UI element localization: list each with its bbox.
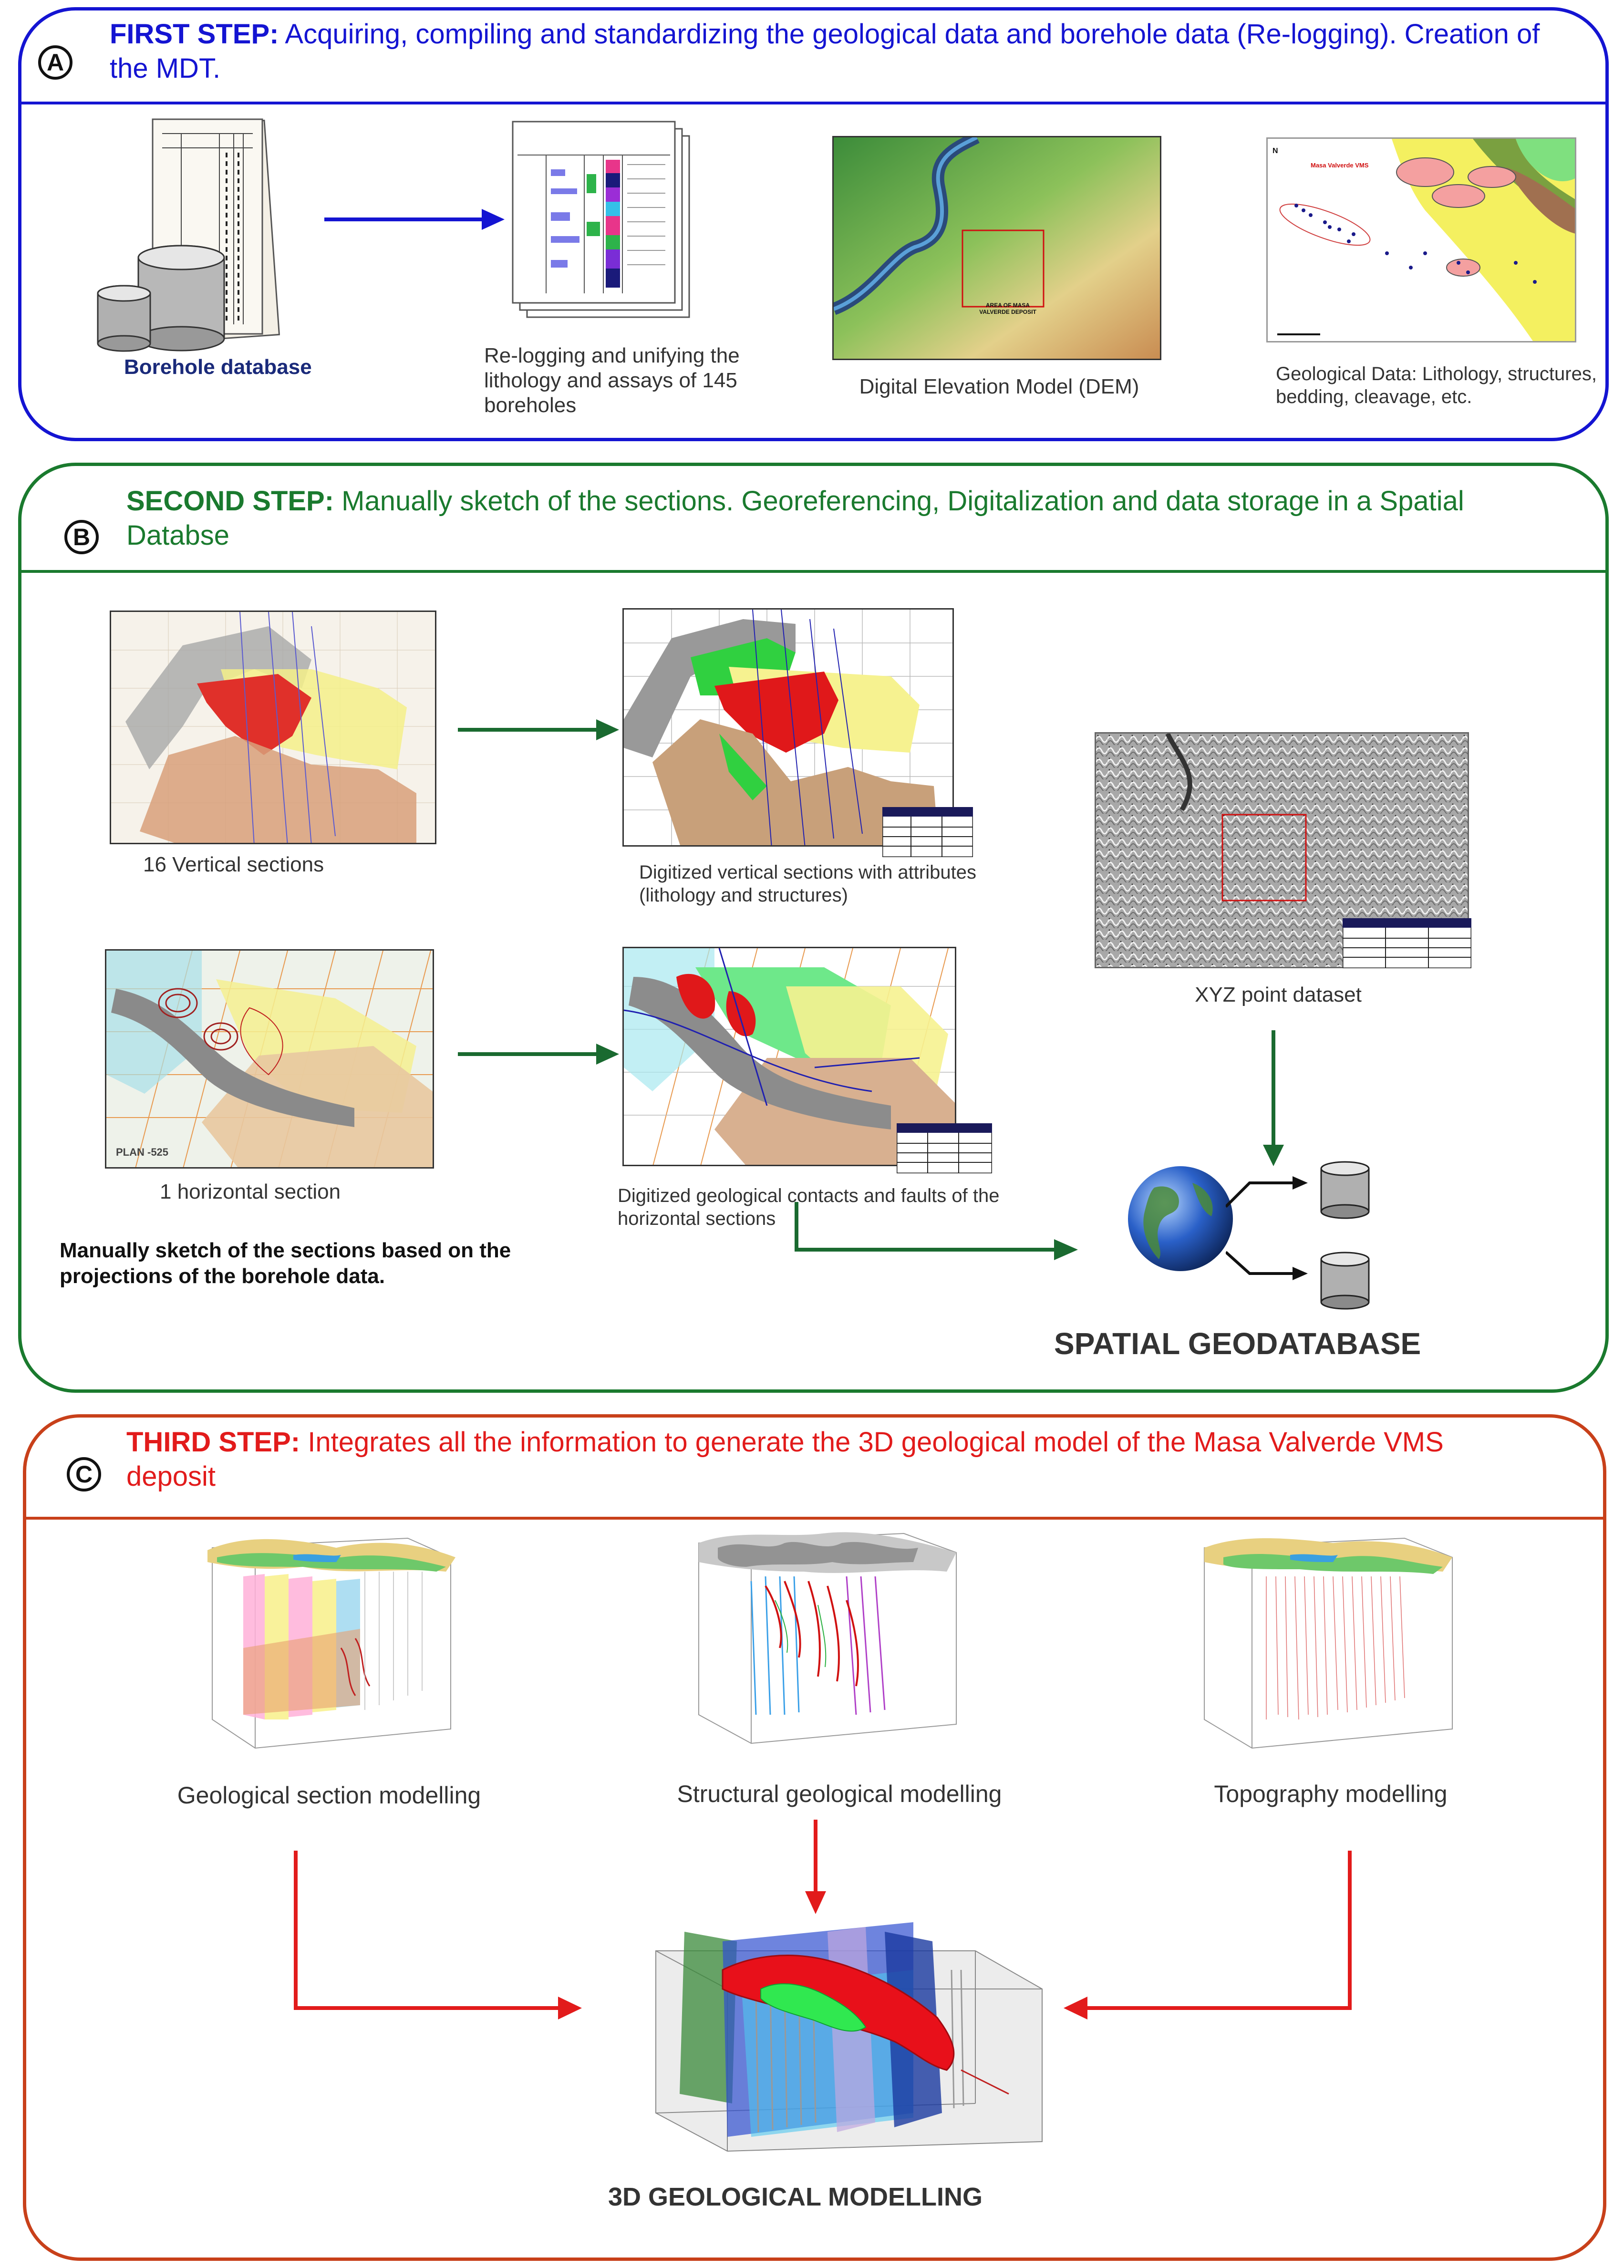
horizontal-sketch-image: PLAN -525 [105,949,434,1169]
arrow-b2-green [458,1044,619,1065]
dem-caption: Digital Elevation Model (DEM) [859,375,1139,398]
spatial-geodatabase-title: SPATIAL GEODATABASE [1054,1326,1421,1361]
panel-c-title: THIRD STEP: Integrates all the informati… [126,1425,1533,1494]
panel-b-title-bold: SECOND STEP: [126,486,334,517]
relogging-caption: Re-logging and unifying the lithology an… [484,344,740,417]
geological-data-caption: Geological Data: Lithology, structures, … [1276,363,1597,407]
database-icon-1 [1320,1161,1370,1219]
vertical-sketch-image [110,611,436,844]
arrow-b4-green [1263,1030,1284,1166]
panel-a-divider [19,102,1607,104]
digitized-vertical-image [622,608,954,847]
panel-c-title-text: Integrates all the information to genera… [126,1427,1444,1492]
relogging-illustration [512,121,690,318]
digitized-horizontal-image [622,947,956,1166]
geological-section-model-image [207,1537,455,1749]
topography-model-image [1204,1537,1453,1749]
geological-map-label: Masa Valverde VMS [1311,162,1369,169]
digitized-horizontal-caption: Digitized geological contacts and faults… [618,1185,1000,1229]
panel-first-step [18,7,1609,441]
badge-b: B [64,520,99,554]
digitized-vertical-caption: Digitized vertical sections with attribu… [639,862,976,906]
geodatabase-arrows [1226,1176,1308,1280]
panel-c-title-bold: THIRD STEP: [126,1427,300,1458]
final-3d-model-image [655,1922,1043,2152]
globe-icon [1128,1166,1233,1271]
arrow-b1-green [458,719,619,740]
xyz-caption: XYZ point dataset [1195,983,1362,1006]
attribute-table-horizontal [897,1123,992,1173]
arrow-a-blue [324,209,505,230]
panel-third-step [23,1414,1606,2261]
panel-c-divider [24,1517,1605,1520]
arrow-c-center [805,1820,826,1914]
arrow-c-right [1064,1851,1352,2019]
dem-image: AREA OF MASA VALVERDE DEPOSIT [832,136,1161,360]
dem-area-label: AREA OF MASA VALVERDE DEPOSIT [979,302,1036,315]
badge-c: C [67,1457,101,1491]
geological-section-modelling-caption: Geological section modelling [177,1782,481,1809]
structural-model-image [698,1532,957,1744]
badge-a: A [38,45,72,80]
geological-map-image: N Masa Valverde VMS [1266,137,1576,342]
panel-b-title-text: Manually sketch of the sections. Georefe… [126,486,1464,551]
manual-sketch-note: Manually sketch of the sections based on… [60,1239,511,1288]
borehole-database-illustration [97,118,280,352]
structural-modelling-caption: Structural geological modelling [677,1781,1002,1807]
borehole-database-label: Borehole database [124,355,312,379]
database-icon-2 [1320,1252,1370,1310]
horizontal-section-caption: 1 horizontal section [160,1180,341,1203]
vertical-sections-caption: 16 Vertical sections [143,853,324,876]
arrow-c-left [294,1851,582,2019]
attribute-table-vertical [882,807,973,857]
svg-text:N: N [1272,147,1278,155]
panel-a-title-bold: FIRST STEP: [110,19,279,50]
arrow-b3-green [795,1202,1078,1260]
final-3d-modelling-title: 3D GEOLOGICAL MODELLING [608,2183,983,2211]
attribute-table-xyz [1343,918,1471,968]
panel-a-title-text: Acquiring, compiling and standardizing t… [110,19,1540,84]
topography-modelling-caption: Topography modelling [1214,1781,1448,1807]
plan-label: PLAN -525 [116,1146,169,1158]
panel-second-step [18,463,1609,1393]
panel-b-title: SECOND STEP: Manually sketch of the sect… [126,484,1533,553]
panel-b-divider [19,570,1607,573]
panel-a-title: FIRST STEP: Acquiring, compiling and sta… [110,17,1541,86]
